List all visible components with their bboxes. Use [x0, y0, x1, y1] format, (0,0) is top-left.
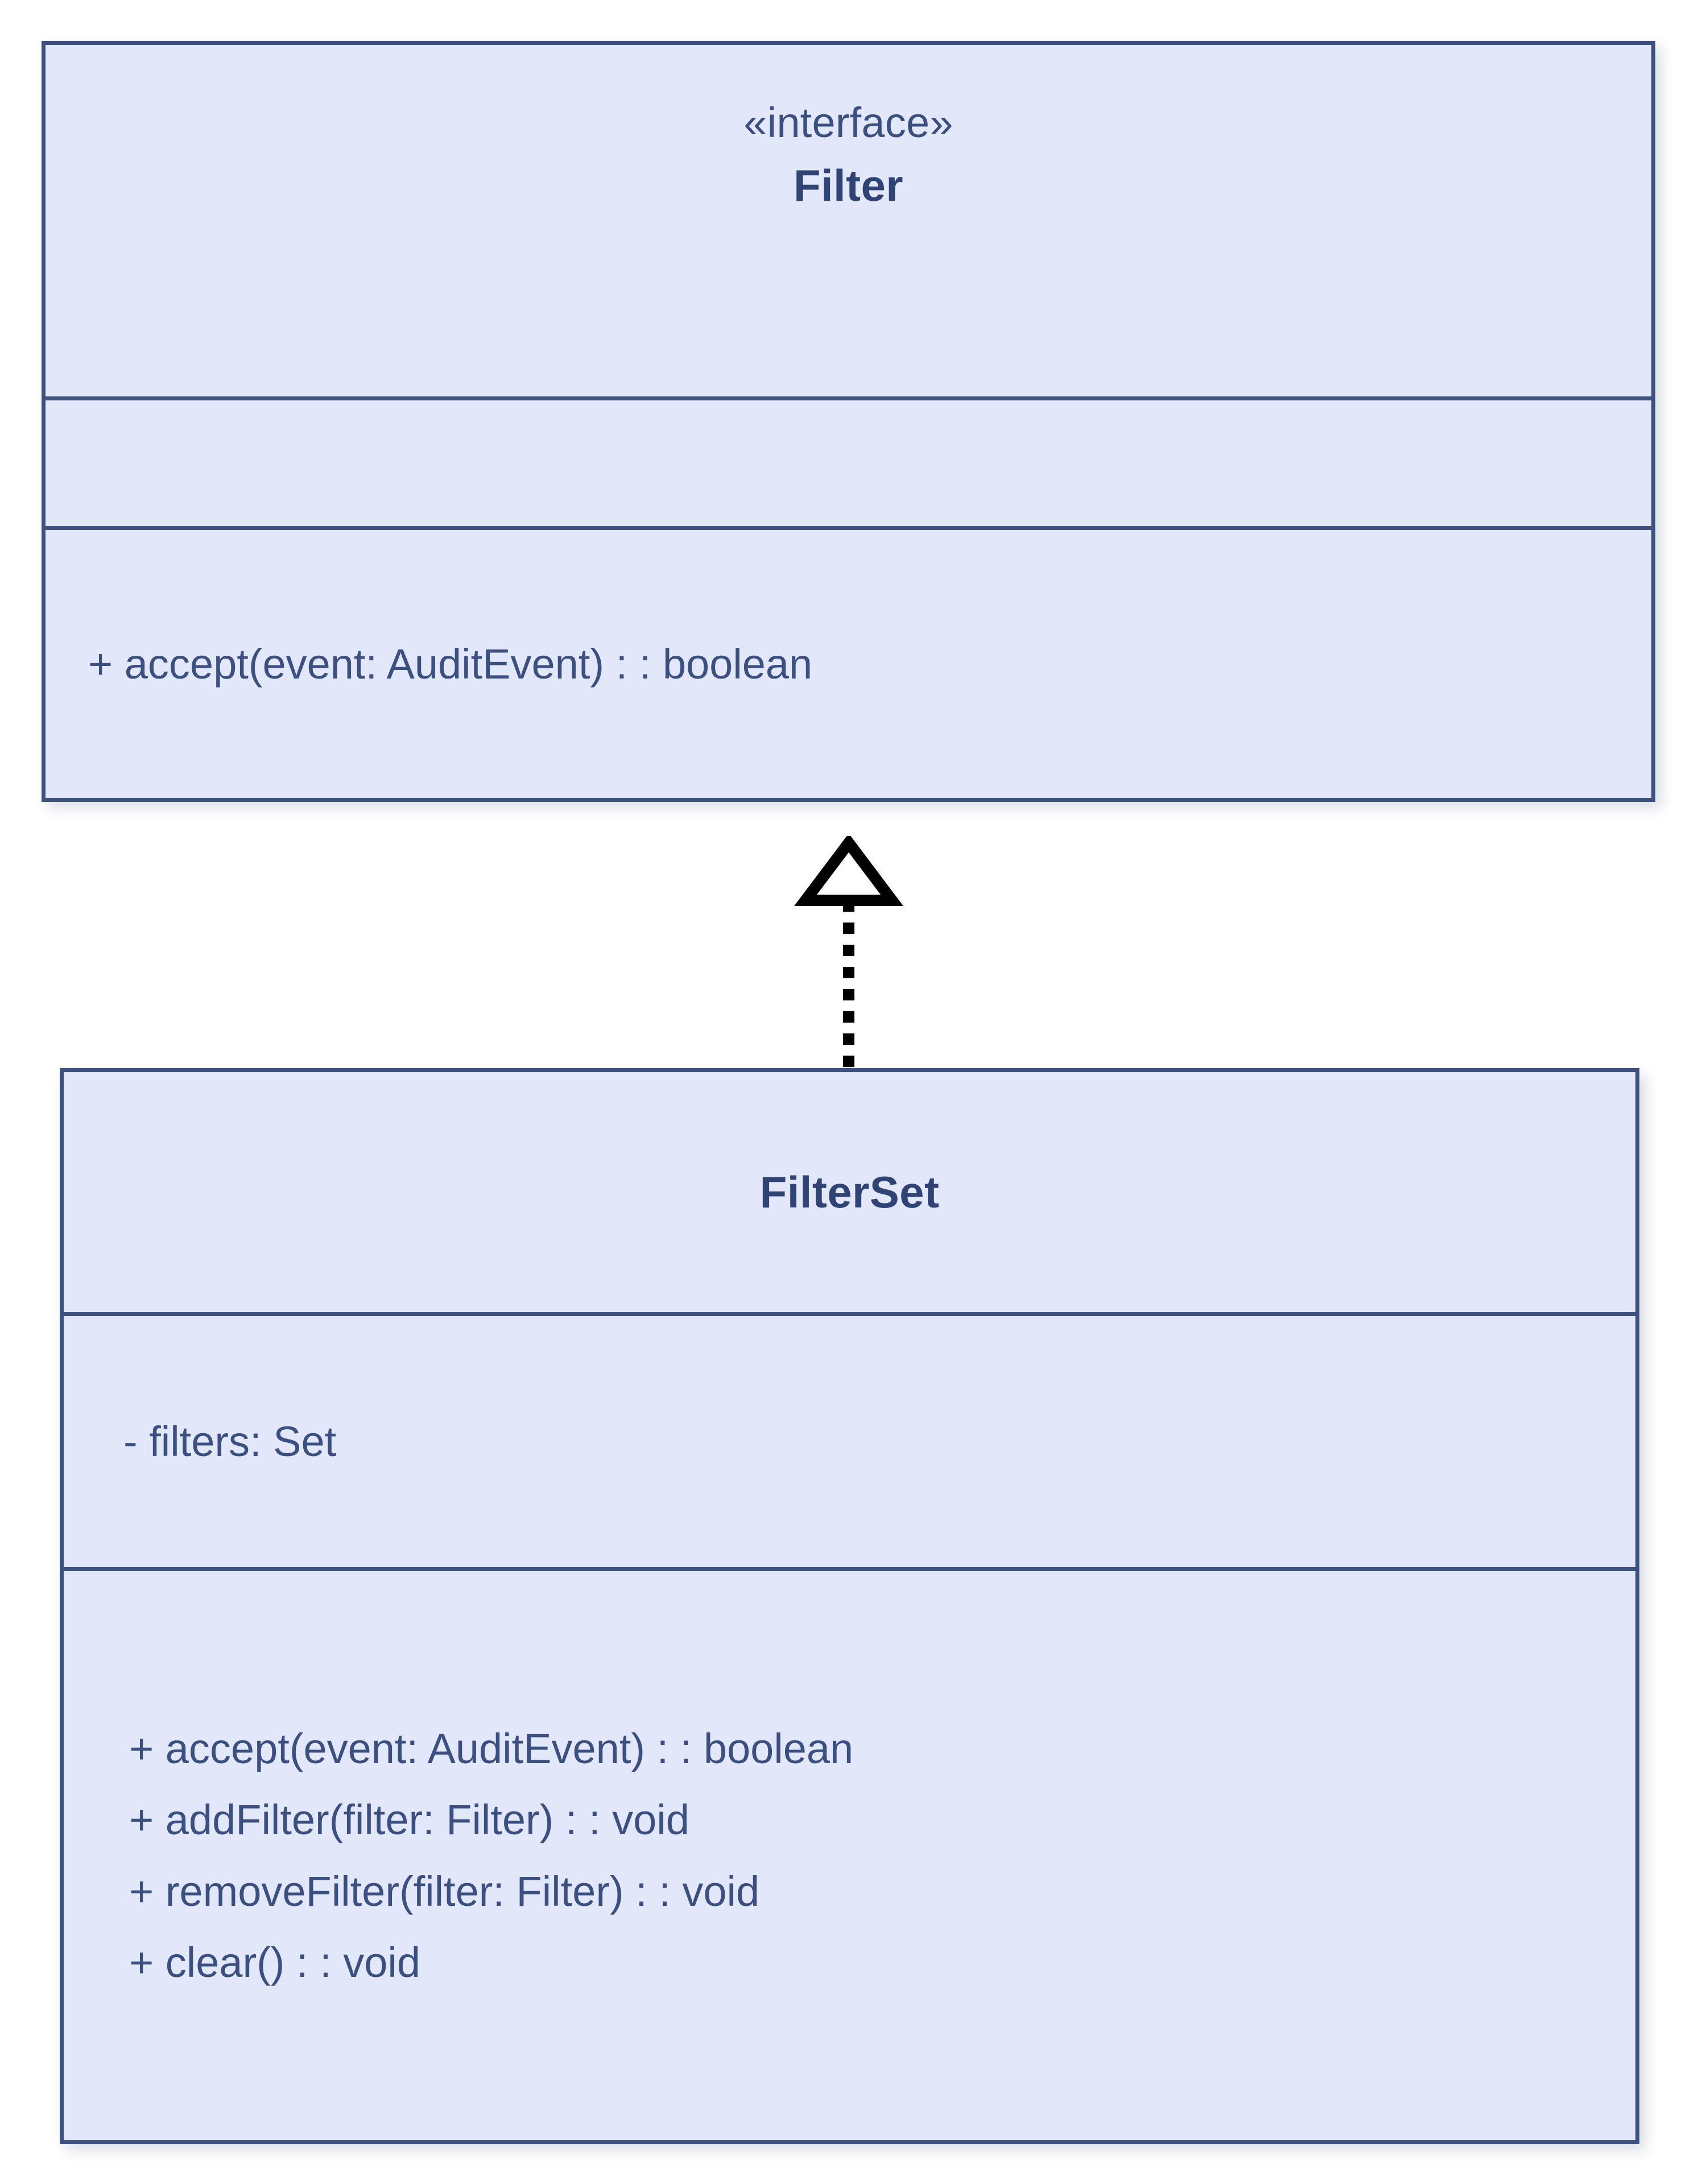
uml-class-filter[interactable]: «interface» Filter + accept(event: Audit… — [42, 41, 1655, 802]
method-row: + removeFilter(filter: Filter) : : void — [129, 1867, 760, 1915]
class-name-filterset: FilterSet — [759, 1167, 940, 1217]
realization-connector-filterset-to-filter — [794, 836, 904, 1070]
class-header-compartment-filter: «interface» Filter — [46, 45, 1651, 396]
method-row: + accept(event: AuditEvent) : : boolean — [88, 640, 813, 688]
stereotype-label-filter: «interface» — [743, 99, 953, 146]
class-attributes-compartment-filterset: - filters: Set — [64, 1312, 1635, 1567]
class-attributes-compartment-filter — [46, 396, 1651, 526]
method-row: + accept(event: AuditEvent) : : boolean — [129, 1724, 854, 1772]
class-name-filter: Filter — [793, 160, 904, 210]
method-row: + addFilter(filter: Filter) : : void — [129, 1796, 689, 1844]
class-header-compartment-filterset: FilterSet — [64, 1072, 1635, 1312]
hollow-triangle-arrowhead-icon — [794, 836, 904, 906]
class-methods-compartment-filter: + accept(event: AuditEvent) : : boolean — [46, 526, 1651, 798]
class-methods-compartment-filterset: + accept(event: AuditEvent) : : boolean … — [64, 1567, 1635, 2140]
method-row: + clear() : : void — [129, 1938, 421, 1986]
uml-class-filterset[interactable]: FilterSet - filters: Set + accept(event:… — [60, 1068, 1639, 2144]
attribute-row: - filters: Set — [123, 1417, 337, 1465]
